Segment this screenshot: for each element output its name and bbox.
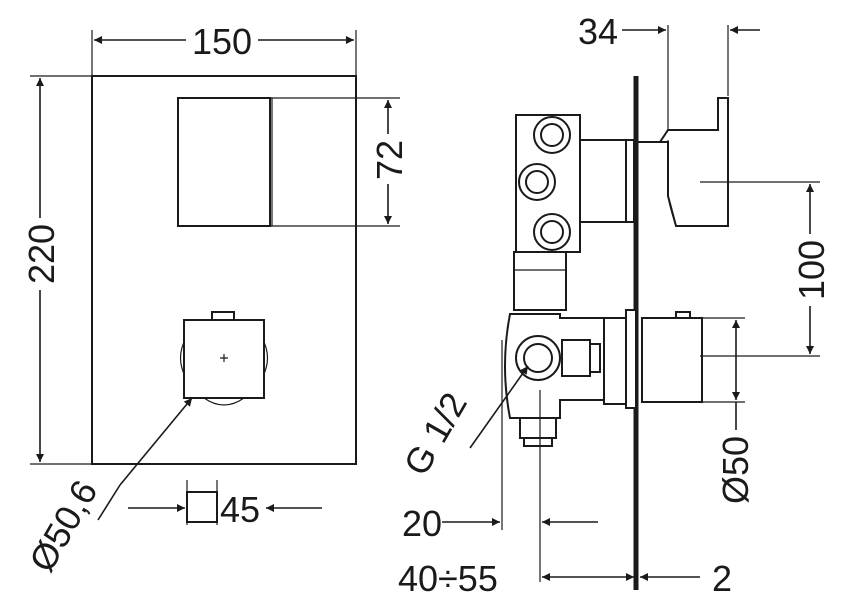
knob-top-tab xyxy=(211,311,235,321)
diverter-handle xyxy=(636,97,729,227)
dim-150: 150 xyxy=(192,21,252,62)
dim-100: 100 xyxy=(791,240,832,300)
diverter-button xyxy=(177,97,271,227)
leader-g12 xyxy=(469,365,529,449)
dim-20: 20 xyxy=(402,503,442,544)
knob-width-box xyxy=(186,491,218,523)
dim-thread: G 1/2 xyxy=(395,385,475,482)
knob-center-mark xyxy=(220,354,228,362)
dim-220: 220 xyxy=(21,224,62,284)
dim-40-55: 40÷55 xyxy=(398,558,498,599)
front-view xyxy=(91,75,357,523)
dim-diameter-50-6: Ø50,6 xyxy=(21,473,106,578)
leader-50-6 xyxy=(119,397,193,486)
dim-45: 45 xyxy=(220,489,260,530)
dim-72: 72 xyxy=(369,140,410,180)
side-dimensions: 34 100 Ø50 G 1/2 20 40÷55 2 xyxy=(395,11,832,599)
side-view xyxy=(504,76,729,590)
middle-block xyxy=(513,251,567,311)
knob-side xyxy=(641,317,703,403)
knob-bottom-arc xyxy=(203,397,245,406)
dim-diameter-50: Ø50 xyxy=(715,436,756,504)
dim-2: 2 xyxy=(712,558,732,599)
dim-34: 34 xyxy=(578,11,618,52)
